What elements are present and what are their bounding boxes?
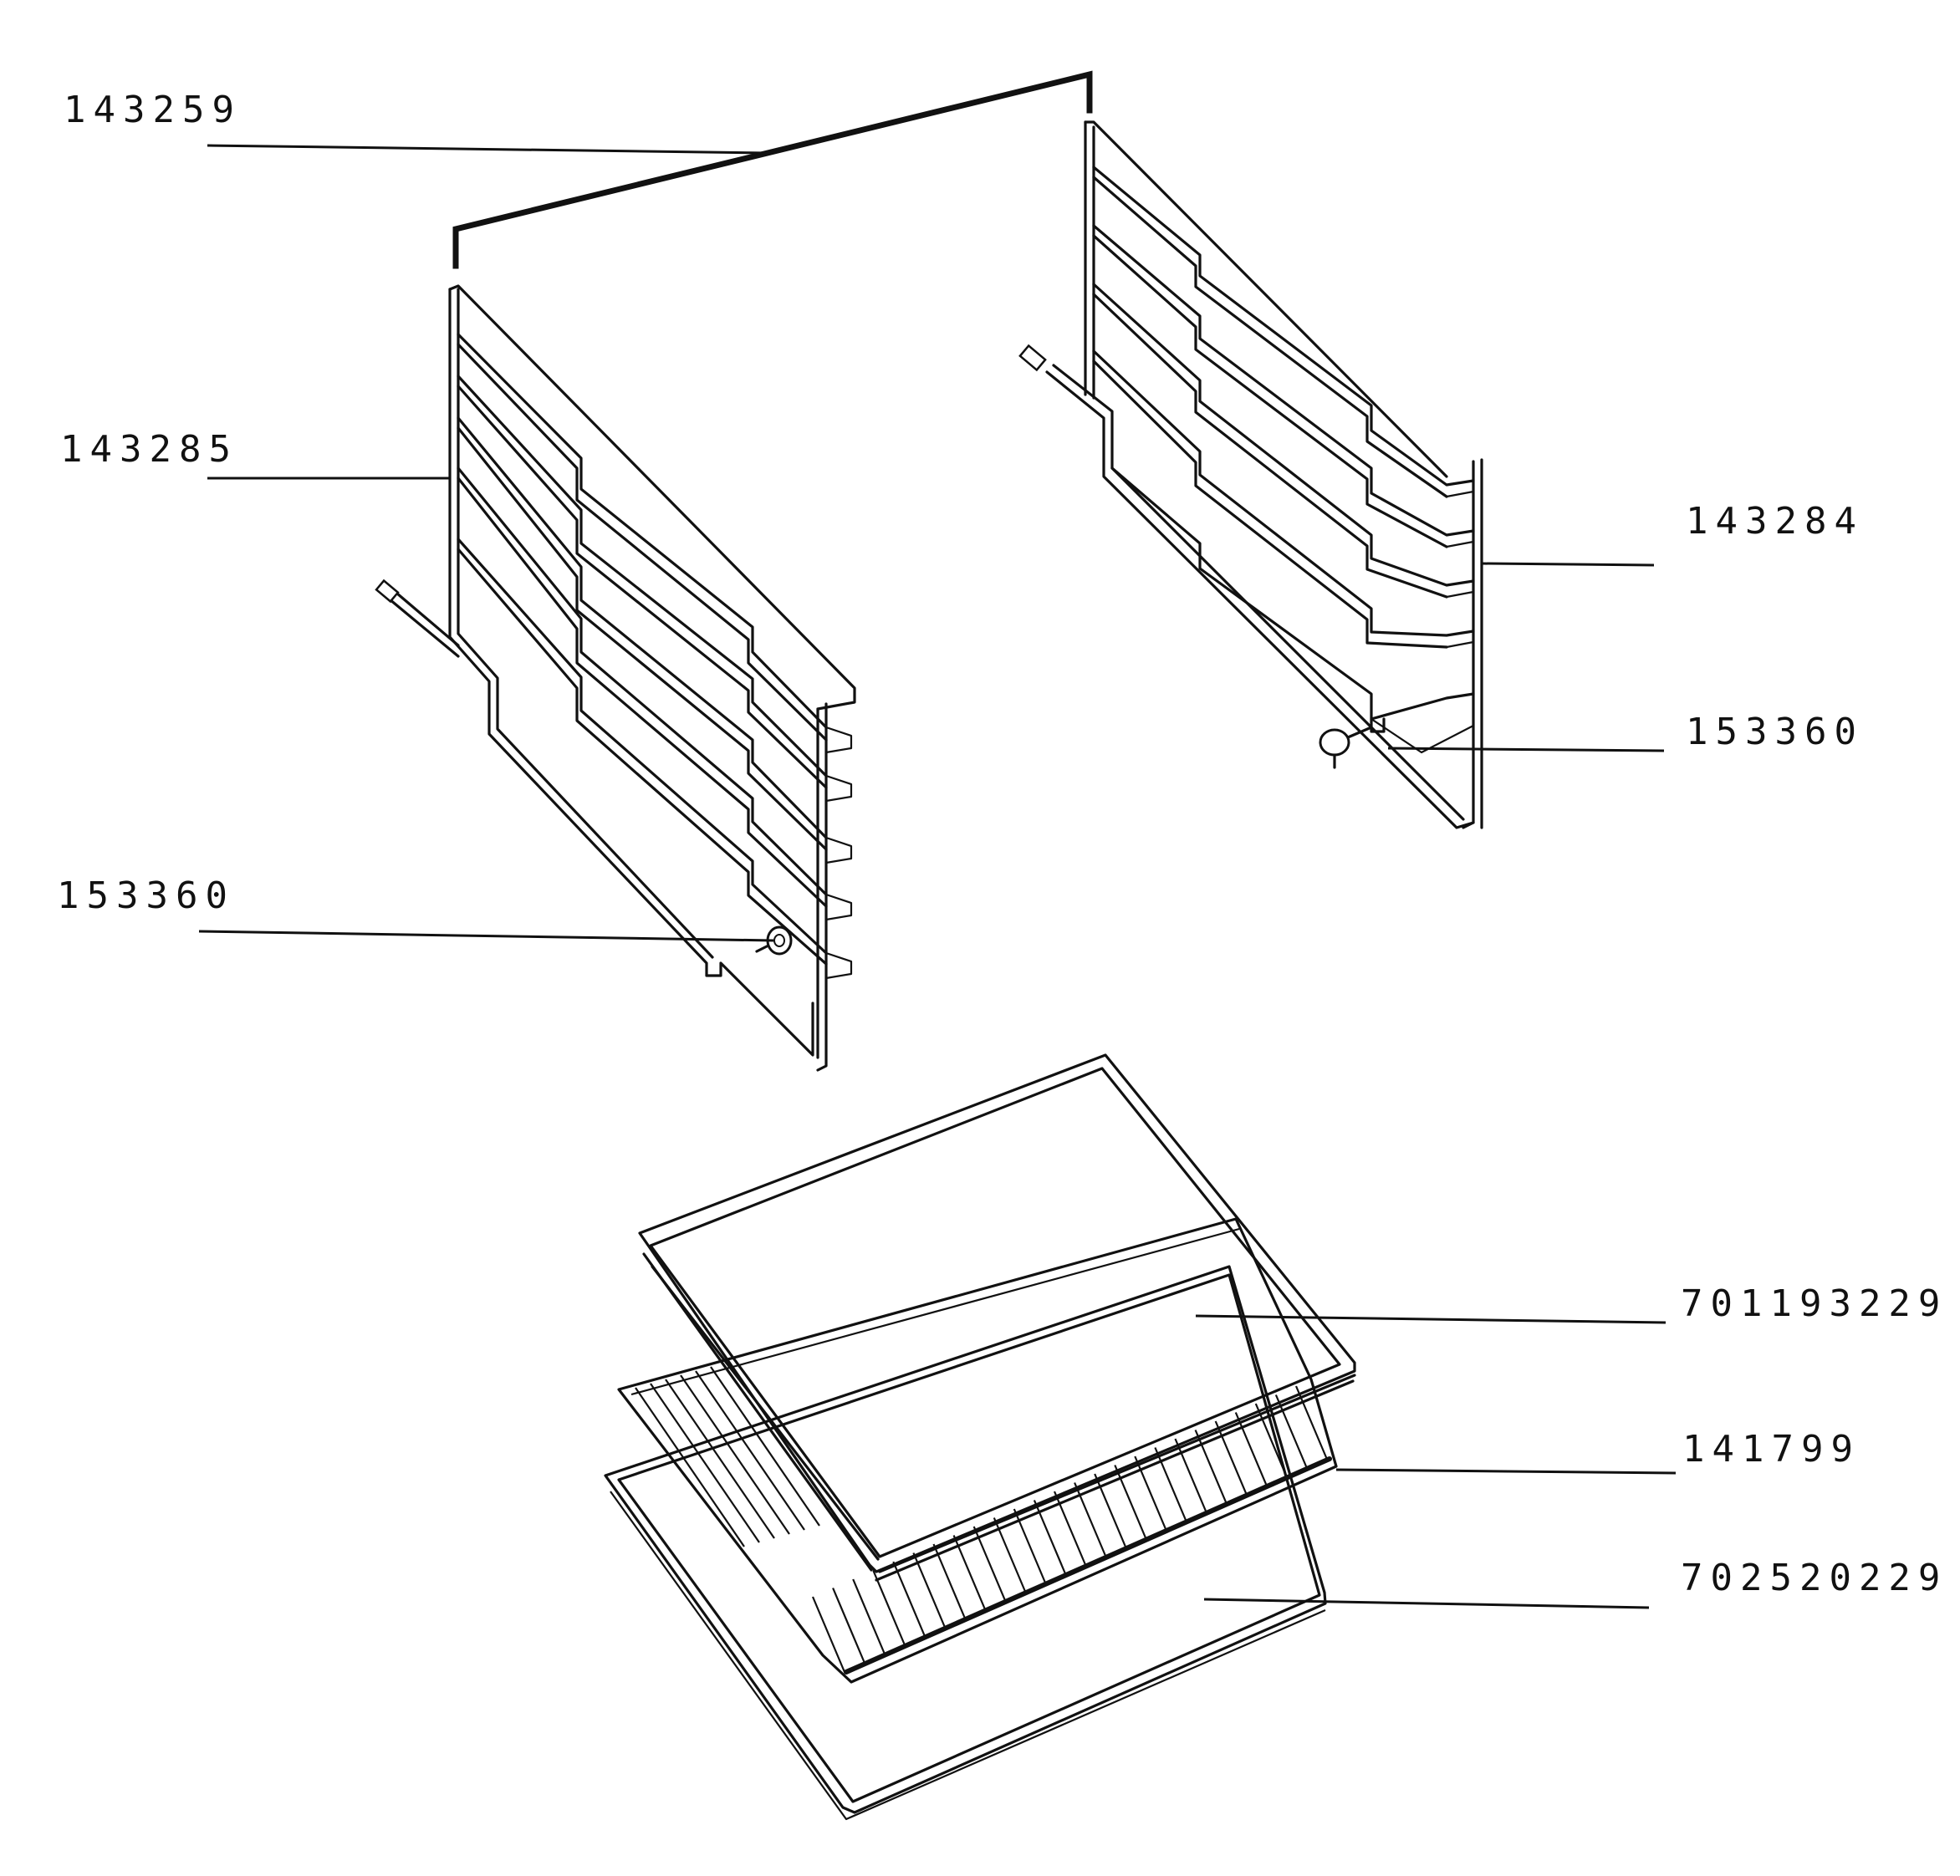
right-side-rack [1018, 120, 1483, 829]
grid-slat [1154, 1447, 1188, 1523]
bottom-tray [604, 1265, 1327, 1821]
grid-slat [811, 1596, 846, 1673]
label-right-pin: 153360 [1686, 711, 1864, 753]
left-side-rack [375, 284, 856, 1072]
grid-slat [710, 1366, 820, 1527]
label-glass-shelf: 701193229 [1681, 1282, 1948, 1325]
right-fixing-pin [1319, 726, 1373, 769]
grid-slat [932, 1543, 967, 1620]
grid-slat [912, 1552, 947, 1629]
glass-shelf [638, 1053, 1356, 1582]
grid-slat [872, 1570, 906, 1646]
grid-slat [680, 1374, 790, 1535]
top-connecting-bar [452, 70, 1093, 269]
leader-lines [198, 144, 1677, 1609]
grid-slat [1234, 1412, 1268, 1488]
leader-701193229 [1195, 1314, 1667, 1324]
label-left-rack: 143285 [60, 428, 238, 471]
grid-slat [1134, 1455, 1168, 1532]
wire-grid-shelf [617, 1217, 1338, 1684]
grid-slat [852, 1578, 886, 1655]
label-wire-grid: 141799 [1682, 1428, 1860, 1471]
grid-slat [1214, 1420, 1248, 1497]
grid-slat [1254, 1403, 1289, 1480]
leader-702520229 [1203, 1598, 1650, 1609]
grid-slat [650, 1383, 760, 1543]
label-top-bar: 143259 [64, 89, 242, 131]
grid-slat [832, 1588, 866, 1664]
grid-slat [1114, 1465, 1148, 1541]
grid-slat [1274, 1394, 1309, 1471]
label-bottom-tray: 702520229 [1681, 1557, 1948, 1599]
grid-slat [993, 1517, 1027, 1593]
leader-143284 [1481, 562, 1655, 567]
leader-153360-left [198, 930, 774, 942]
grid-slat [695, 1370, 805, 1531]
label-left-pin: 153360 [57, 874, 235, 917]
grid-slat [892, 1561, 926, 1638]
leader-143259 [207, 144, 770, 155]
grid-slat [952, 1535, 987, 1611]
grid-slat [1194, 1430, 1228, 1506]
grid-slat [1094, 1473, 1128, 1550]
grid-slat [665, 1379, 775, 1539]
leader-141799 [1335, 1468, 1677, 1475]
leader-153360-right [1387, 747, 1665, 752]
grid-slat [1174, 1438, 1208, 1515]
label-right-rack: 143284 [1686, 500, 1864, 543]
grid-slat [635, 1387, 745, 1547]
grid-slat [972, 1526, 1007, 1603]
